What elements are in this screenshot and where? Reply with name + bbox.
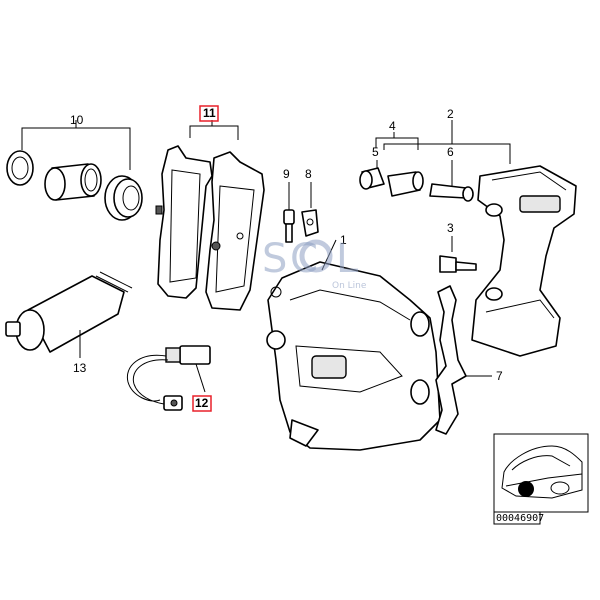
label-8: 8 [305, 167, 312, 181]
label-12: 12 [195, 396, 209, 410]
parts-4-5-6-guide-pins: 4 5 6 [359, 119, 474, 202]
label-3: 3 [447, 221, 454, 235]
part-11-brake-pads: 11 [155, 105, 265, 311]
watermark-letter-s: S [262, 236, 287, 282]
label-9: 9 [283, 167, 290, 181]
label-6: 6 [447, 145, 454, 159]
part-1-caliper-housing: 1 [266, 233, 441, 451]
label-11: 11 [203, 106, 216, 120]
label-13: 13 [73, 361, 87, 375]
reference-code: 00046907 [496, 513, 544, 524]
watermark-logo: S C L On Line [262, 236, 367, 291]
part-2-caliper-carrier: 2 [383, 107, 577, 357]
part-9-bleeder-screw: 9 [283, 167, 295, 243]
part-3-carrier-bolt: 3 [439, 221, 477, 273]
part-12-wear-sensor: 12 [126, 345, 212, 412]
label-1: 1 [340, 233, 347, 247]
watermark-tagline: On Line [332, 281, 367, 291]
part-13-grease-tube: 13 [5, 271, 133, 375]
part-7-anti-rattle-spring: 7 [435, 285, 503, 435]
label-5: 5 [372, 145, 379, 159]
vehicle-location-inset: 00046907 [493, 433, 589, 525]
watermark-letter-l: L [336, 236, 359, 282]
label-12-highlight-box [192, 395, 212, 412]
watermark-letter-c: C [290, 236, 318, 282]
part-8-dust-cap: 8 [301, 167, 319, 237]
label-10: 10 [70, 113, 84, 127]
part-10-piston-kit: 10 [6, 113, 143, 221]
label-2: 2 [447, 107, 454, 121]
label-11-highlight-box [199, 105, 219, 122]
label-4: 4 [389, 119, 396, 133]
label-7: 7 [496, 369, 503, 383]
